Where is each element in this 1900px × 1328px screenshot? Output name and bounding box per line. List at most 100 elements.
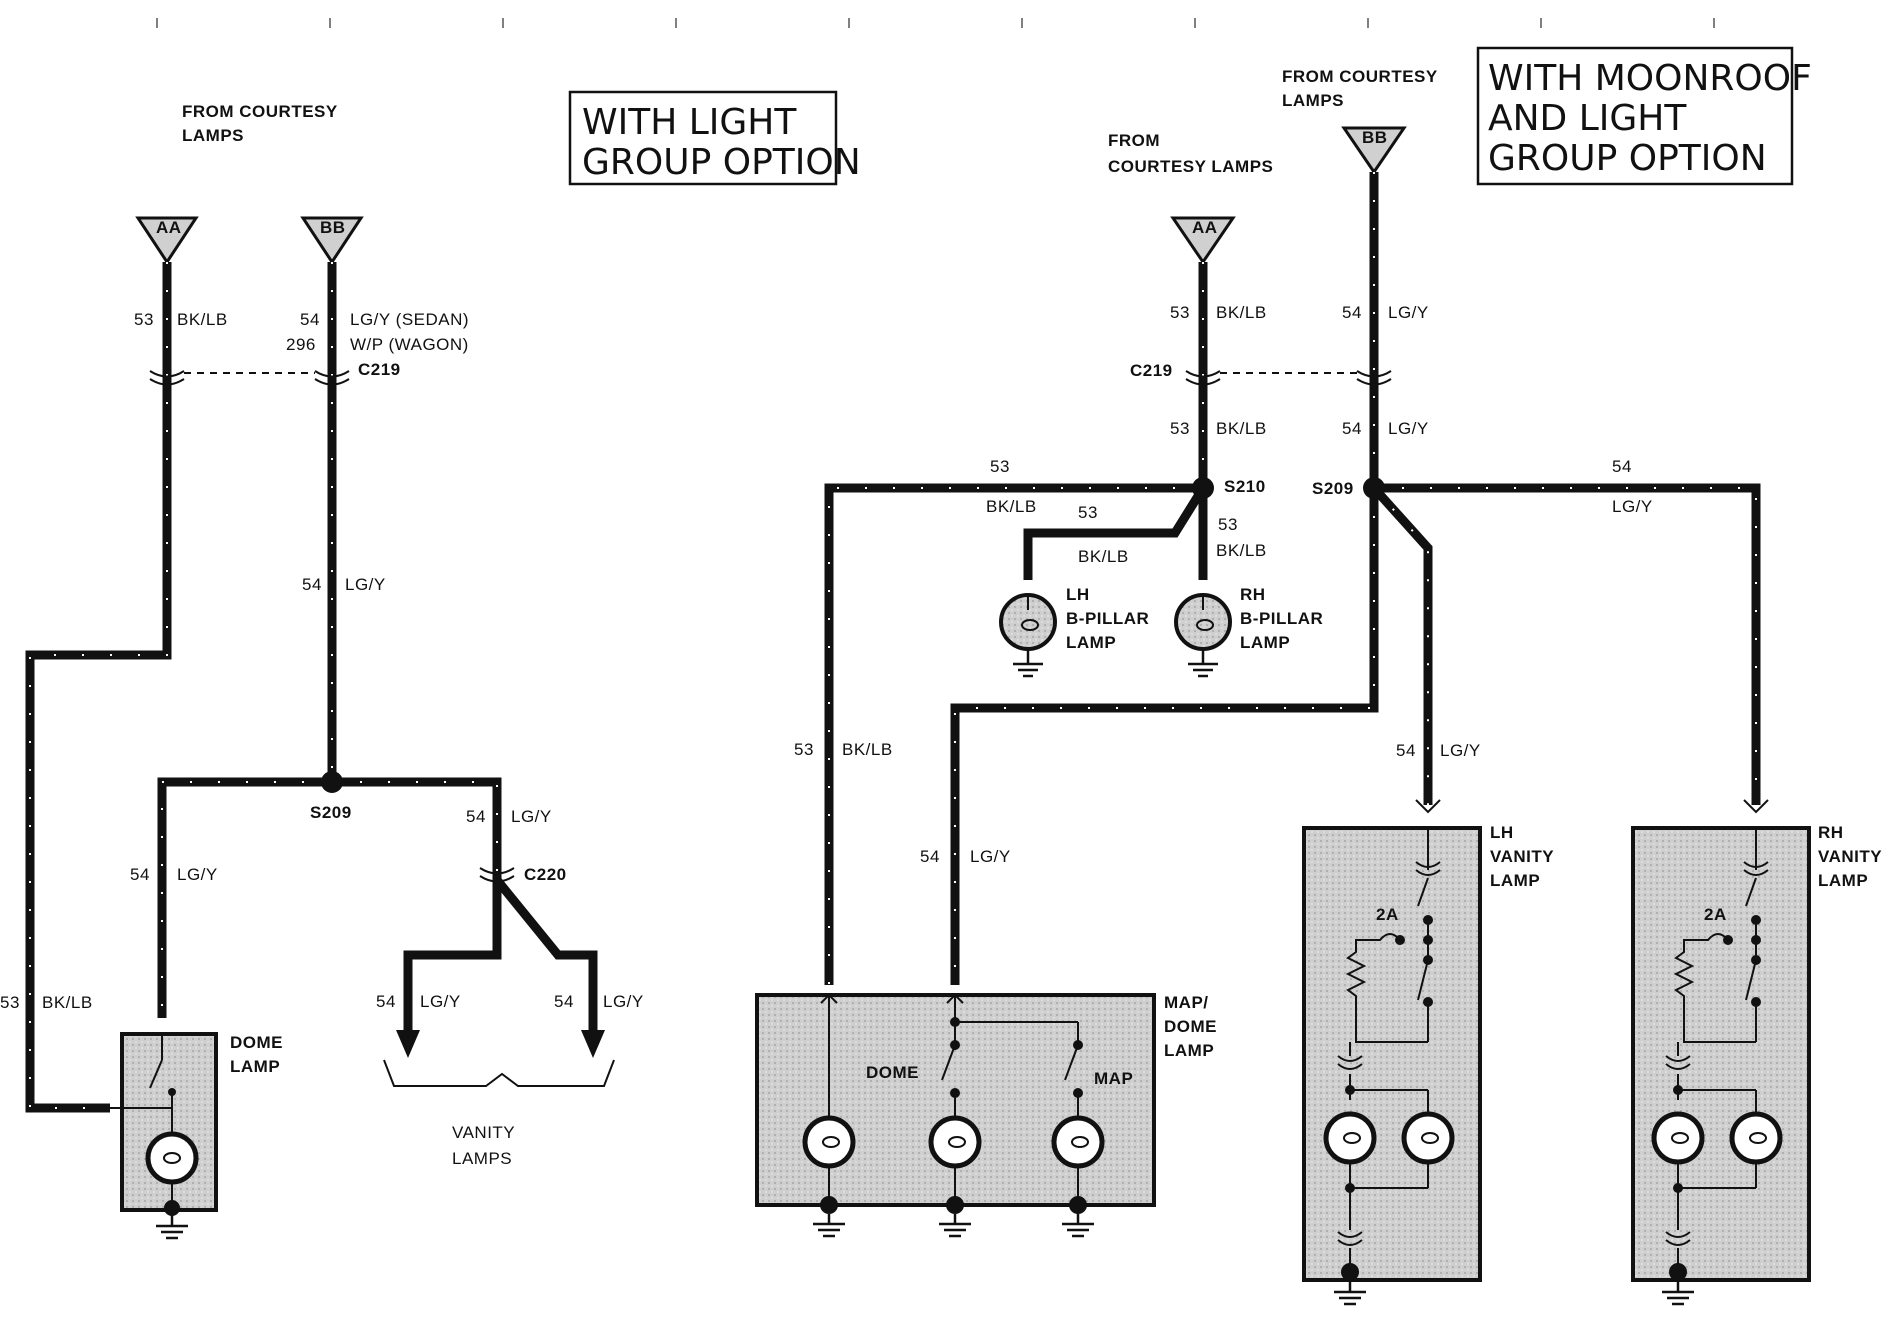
right-wire-54-rh-vanity [1374, 483, 1761, 805]
left-w296-num: 296 [286, 335, 316, 354]
left-w53b-num: 53 [0, 993, 20, 1012]
left-s209-label: S209 [310, 803, 352, 822]
left-dome-lamp-line2: LAMP [230, 1057, 280, 1076]
right-lh-vanity-line2: VANITY [1490, 847, 1554, 866]
left-dome-lamp-line1: DOME [230, 1033, 283, 1052]
right-title-line2: AND LIGHT [1488, 98, 1687, 139]
right-w54b-num: 54 [1342, 419, 1362, 438]
right-rh-vanity-line3: LAMP [1818, 871, 1868, 890]
left-c220-label: C220 [524, 865, 567, 884]
right-w53top-num: 53 [990, 457, 1010, 476]
left-connector-bb: BB [300, 216, 364, 265]
right-lh-bpillar-line3: LAMP [1066, 633, 1116, 652]
right-c219-label: C219 [1130, 361, 1173, 380]
left-w54c-num: 54 [130, 865, 150, 884]
right-fuse-rh-label: 2A [1704, 905, 1727, 924]
left-w54d-col: LG/Y [511, 807, 552, 826]
right-s209-label: S209 [1312, 479, 1354, 498]
left-wire-54-vanity-a [403, 880, 502, 1032]
left-title-line2: GROUP OPTION [582, 142, 861, 183]
left-w54c-col: LG/Y [177, 865, 218, 884]
left-w54f-num: 54 [554, 992, 574, 1011]
left-w54e-col: LG/Y [420, 992, 461, 1011]
right-lh-bpillar-lamp [999, 593, 1057, 678]
left-wire-54-vanity-b [493, 877, 598, 1032]
right-s210-splice [1192, 477, 1214, 499]
right-w54a-num: 54 [1342, 303, 1362, 322]
right-map-dome-line3: LAMP [1164, 1041, 1214, 1060]
right-rh-bpillar-lamp [1174, 593, 1232, 678]
right-lh-vanity-line1: LH [1490, 823, 1514, 842]
right-title-line1: WITH MOONROOF [1488, 58, 1812, 99]
right-wire-53-map [824, 483, 1203, 985]
left-connector-aa-label: AA [156, 218, 182, 237]
left-c220-connector [479, 867, 515, 883]
left-w53a-col: BK/LB [177, 310, 228, 329]
right-map-label: MAP [1094, 1069, 1133, 1088]
left-from-courtesy-line1: FROM COURTESY [182, 102, 338, 121]
right-lh-vanity-line3: LAMP [1490, 871, 1540, 890]
right-w53a-num: 53 [1170, 303, 1190, 322]
right-wire-53-lh-bpillar [1023, 485, 1207, 580]
right-w54lhv-num: 54 [1396, 741, 1416, 760]
right-map-dome-line2: DOME [1164, 1017, 1217, 1036]
right-fuse-lh-label: 2A [1376, 905, 1399, 924]
right-w53rh-col: BK/LB [1216, 541, 1267, 560]
right-w54map-num: 54 [920, 847, 940, 866]
left-vanity-bracket [383, 1059, 615, 1087]
right-s209-splice [1363, 477, 1385, 499]
left-wire-54-vanity [332, 777, 502, 880]
left-wire-54-dome [157, 777, 332, 1018]
right-w53rh-num: 53 [1218, 515, 1238, 534]
right-map-dome-lamp [755, 993, 1156, 1238]
right-c219-connector [1185, 370, 1392, 386]
left-from-courtesy-line2: LAMPS [182, 126, 244, 145]
right-w54top-num: 54 [1612, 457, 1632, 476]
left-connector-aa: AA [135, 216, 199, 265]
right-lh-vanity-lamp [1302, 826, 1482, 1306]
right-w53b-col: BK/LB [1216, 419, 1267, 438]
right-w54b-col: LG/Y [1388, 419, 1429, 438]
right-from-courtesy-aa-line2: COURTESY LAMPS [1108, 157, 1273, 176]
right-connector-bb-label: BB [1362, 128, 1388, 147]
right-connector-aa: AA [1170, 216, 1236, 265]
right-rh-vanity-line1: RH [1818, 823, 1844, 842]
right-s210-label: S210 [1224, 477, 1266, 496]
right-w54a-col: LG/Y [1388, 303, 1429, 322]
right-connector-aa-label: AA [1192, 218, 1218, 237]
right-w53lh-num: 53 [1078, 503, 1098, 522]
right-map-dome-line1: MAP/ [1164, 993, 1209, 1012]
right-rh-vanity-line2: VANITY [1818, 847, 1882, 866]
right-rh-bpillar-line2: B-PILLAR [1240, 609, 1323, 628]
left-w53b-col: BK/LB [42, 993, 93, 1012]
right-title-line3: GROUP OPTION [1488, 138, 1767, 179]
right-w53top-col: BK/LB [986, 497, 1037, 516]
left-title-line1: WITH LIGHT [582, 102, 797, 143]
left-s209-splice [321, 771, 343, 793]
right-w54map-col: LG/Y [970, 847, 1011, 866]
left-w54d-num: 54 [466, 807, 486, 826]
left-dome-lamp [110, 1032, 218, 1240]
left-vanity-line1: VANITY [452, 1123, 515, 1142]
right-w53lh-col: BK/LB [1078, 547, 1129, 566]
left-w54b-num: 54 [302, 575, 322, 594]
right-rh-bpillar-line3: LAMP [1240, 633, 1290, 652]
right-wire-54-map [950, 488, 1379, 985]
right-w53b-num: 53 [1170, 419, 1190, 438]
right-w53map-col: BK/LB [842, 740, 893, 759]
left-w54f-col: LG/Y [603, 992, 644, 1011]
right-title-box [1476, 46, 1794, 186]
right-rh-bpillar-line1: RH [1240, 585, 1266, 604]
right-lh-bpillar-line2: B-PILLAR [1066, 609, 1149, 628]
left-w54b-col: LG/Y [345, 575, 386, 594]
left-diagram: WITH LIGHT GROUP OPTION FROM COURTESY LA… [0, 90, 861, 1240]
right-w54lhv-col: LG/Y [1440, 741, 1481, 760]
right-rh-vanity-lamp [1631, 826, 1811, 1306]
right-w53map-num: 53 [794, 740, 814, 759]
right-lh-bpillar-line1: LH [1066, 585, 1090, 604]
right-from-courtesy-bb-line2: LAMPS [1282, 91, 1344, 110]
top-tick-marks [156, 18, 1715, 28]
right-w53a-col: BK/LB [1216, 303, 1267, 322]
left-w54a-num: 54 [300, 310, 320, 329]
